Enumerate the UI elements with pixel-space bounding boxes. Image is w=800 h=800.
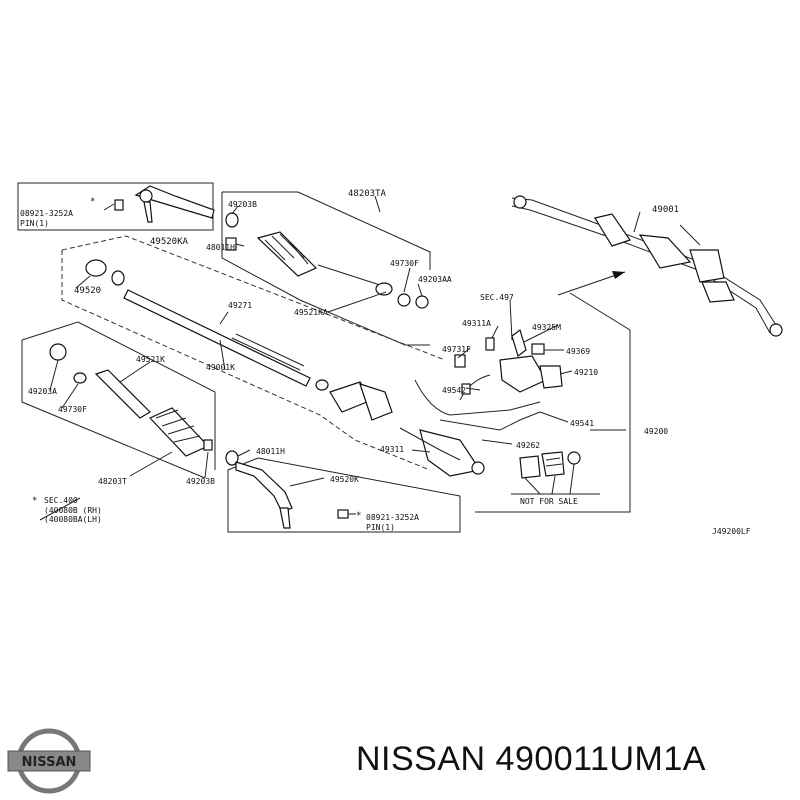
label-49210: 49210	[574, 368, 598, 377]
label-pin-bottom: PIN(1)	[366, 523, 395, 532]
gear-housing-49200	[329, 299, 563, 477]
label-48011h-top: 48011H	[206, 243, 235, 252]
boot-top-48203ta	[225, 212, 429, 309]
label-49541: 49541	[570, 419, 594, 428]
diagram-code: J49200LF	[712, 527, 751, 536]
rack-bar-49271	[85, 259, 329, 391]
label-pin-top: PIN(1)	[20, 219, 49, 228]
label-08921-3252a-bottom: 08921-3252A	[366, 513, 419, 522]
label-08921-3252a-top: 08921-3252A	[20, 209, 73, 218]
part-labels: * 08921-3252A PIN(1) 49520KA 48011H 4920…	[20, 189, 751, 536]
leader-lines	[39, 195, 641, 521]
label-49730f-left: 49730F	[58, 405, 87, 414]
tie-rod-end-bottom	[225, 450, 349, 529]
label-49542: 49542	[442, 386, 466, 395]
label-40080ba-lh: (40080BA(LH)	[44, 515, 102, 524]
label-49521ka: 49521KA	[294, 308, 328, 317]
label-sec497: SEC.497	[480, 293, 514, 302]
label-49520k: 49520K	[330, 475, 359, 484]
label-49369: 49369	[566, 347, 590, 356]
label-asterisk-top: *	[90, 197, 95, 207]
label-49520ka: 49520KA	[150, 237, 189, 247]
label-48203t: 48203T	[98, 477, 127, 486]
label-49262: 49262	[516, 441, 540, 450]
label-49203b-bottom: 49203B	[186, 477, 215, 486]
label-49200: 49200	[644, 427, 668, 436]
label-49730f-top: 49730F	[390, 259, 419, 268]
label-49311a: 49311A	[462, 319, 491, 328]
label-49731f: 49731F	[442, 345, 471, 354]
label-49271: 49271	[228, 301, 252, 310]
label-not-for-sale: NOT FOR SALE	[520, 497, 578, 506]
label-49001: 49001	[652, 205, 679, 215]
label-49203a: 49203A	[28, 387, 57, 396]
label-49203b-top: 49203B	[228, 200, 257, 209]
rack-assembly-49001	[511, 195, 783, 337]
label-48011h-bottom: 48011H	[256, 447, 285, 456]
label-40080b-rh: (40080B (RH)	[44, 506, 102, 515]
tie-rod-end-top	[114, 185, 215, 223]
label-49311: 49311	[380, 445, 404, 454]
label-49325m: 49325M	[532, 323, 561, 332]
boot-bottom-48203t	[49, 343, 213, 457]
nissan-logo: NISSAN	[7, 728, 91, 794]
label-49001k: 49001K	[206, 363, 235, 372]
label-asterisk-bottom: *	[356, 511, 361, 521]
pointer-arrow	[557, 271, 626, 296]
not-for-sale-parts	[511, 451, 600, 495]
part-number-title: NISSAN 490011UM1A	[356, 740, 706, 778]
group-outlines	[17, 182, 631, 533]
label-48203ta: 48203TA	[348, 189, 387, 199]
label-49203aa: 49203AA	[418, 275, 452, 284]
label-49520: 49520	[74, 286, 101, 296]
label-asterisk-sec400: *	[32, 496, 37, 506]
label-49521k: 49521K	[136, 355, 165, 364]
label-sec400: SEC.400	[44, 496, 78, 505]
nissan-logo-text: NISSAN	[22, 755, 77, 770]
